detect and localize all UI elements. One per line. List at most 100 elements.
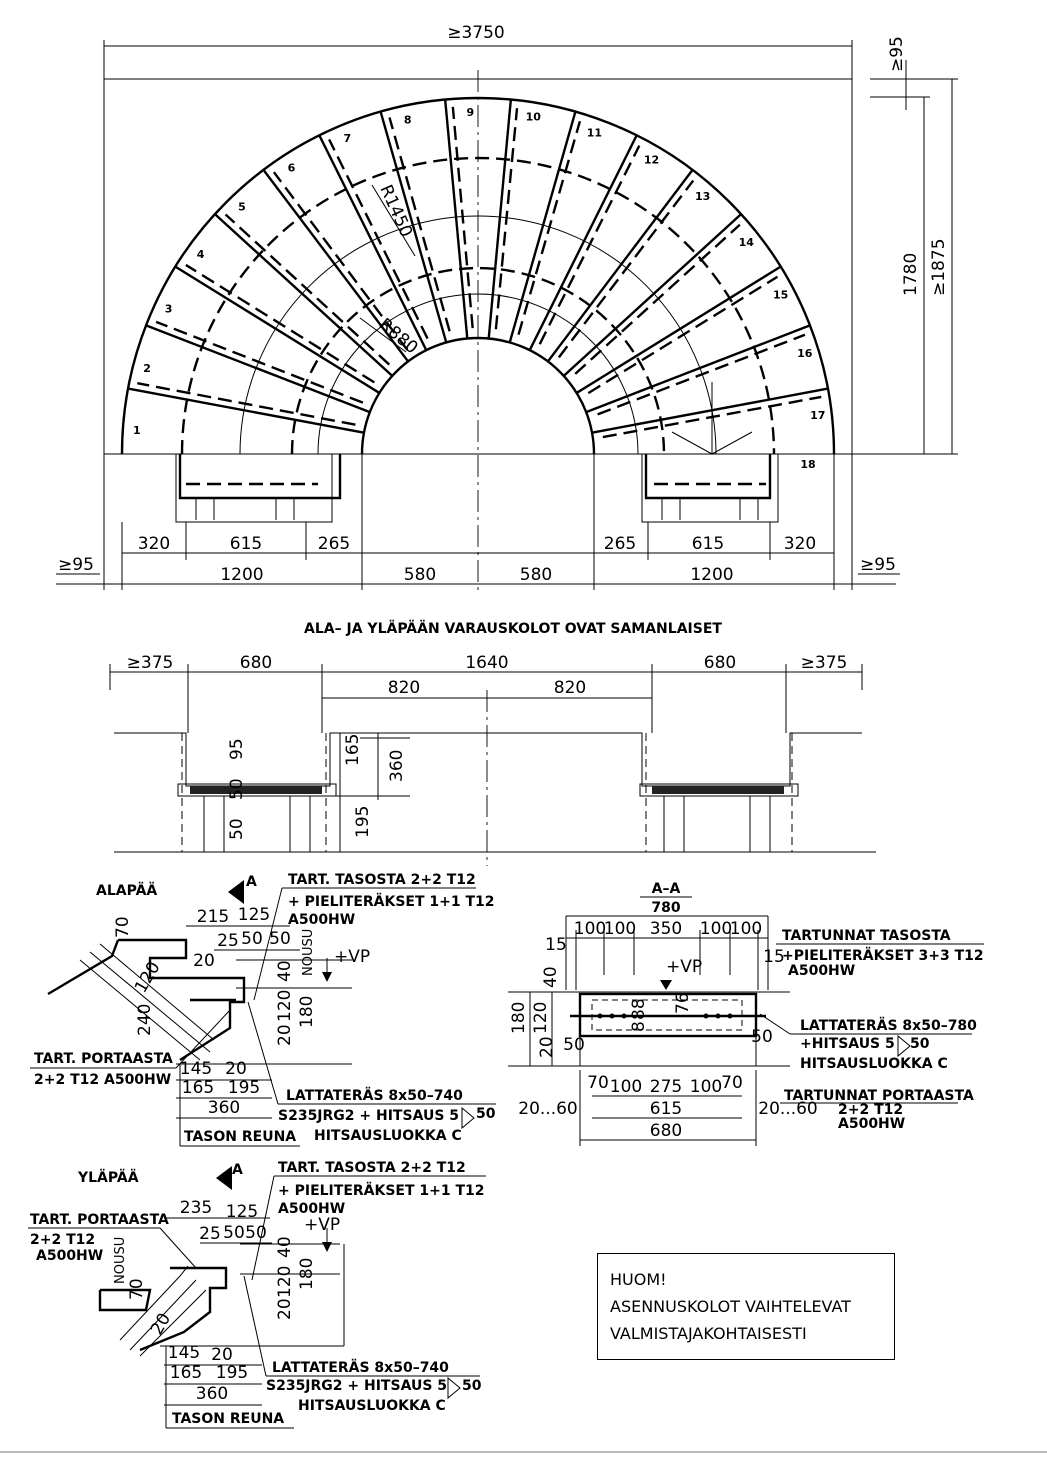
svg-text:50: 50	[227, 818, 247, 840]
svg-text:15: 15	[545, 935, 567, 955]
svg-text:70: 70	[721, 1073, 743, 1093]
svg-text:+HITSAUS 5: +HITSAUS 5	[800, 1036, 895, 1052]
svg-text:≥375: ≥375	[127, 653, 174, 673]
svg-text:40: 40	[275, 960, 295, 982]
svg-text:40: 40	[541, 966, 561, 988]
radius-inner-label: R880	[375, 315, 422, 359]
step-number: 6	[288, 161, 296, 174]
radius-inner-leader	[359, 317, 407, 353]
step-dashed-line	[597, 333, 806, 416]
svg-text:680: 680	[650, 1121, 682, 1141]
step-line	[214, 213, 394, 377]
svg-text:240: 240	[135, 1004, 155, 1036]
svg-text:TARTUNNAT TASOSTA: TARTUNNAT TASOSTA	[782, 928, 951, 944]
dim-height-inner: 1780	[901, 253, 921, 296]
svg-text:TART. PORTAASTA: TART. PORTAASTA	[30, 1212, 169, 1228]
svg-text:NOUSU: NOUSU	[113, 1237, 128, 1284]
dashed-arc-outer	[180, 156, 776, 455]
step-number: 5	[238, 200, 246, 213]
step-line	[443, 99, 469, 339]
svg-text:S235JRG2 + HITSAUS 5: S235JRG2 + HITSAUS 5	[266, 1378, 447, 1394]
svg-text:+VP: +VP	[334, 947, 370, 967]
svg-text:360: 360	[196, 1384, 228, 1404]
svg-text:125: 125	[238, 905, 270, 925]
svg-text:20: 20	[275, 1298, 295, 1320]
step-line	[591, 387, 829, 434]
svg-text:145: 145	[180, 1059, 212, 1079]
step-dashed-line	[574, 223, 741, 375]
svg-text:165: 165	[170, 1363, 202, 1383]
ylapaa-detail: YLÄPÄÄ A TART. TASOSTA 2+2 T12 + PIELITE…	[28, 1160, 486, 1429]
dim-top-margin: ≥95	[887, 36, 907, 72]
svg-text:+VP: +VP	[304, 1215, 340, 1235]
note-box: HUOM! ASENNUSKOLOT VAIHTELEVAT VALMISTAJ…	[597, 1253, 895, 1360]
section-aa: A–A 780 15 100 100 350 100 100 15 +VP TA…	[508, 881, 984, 1146]
svg-text:HITSAUSLUOKKA C: HITSAUSLUOKKA C	[314, 1128, 462, 1144]
right-recess	[641, 453, 779, 523]
svg-text:A: A	[246, 874, 257, 890]
svg-text:120: 120	[275, 990, 295, 1022]
svg-text:100: 100	[690, 1077, 722, 1097]
svg-text:20: 20	[147, 1310, 175, 1339]
svg-text:780: 780	[651, 900, 680, 916]
svg-text:40: 40	[275, 1236, 295, 1258]
svg-text:TART. TASOSTA 2+2 T12: TART. TASOSTA 2+2 T12	[278, 1160, 466, 1176]
step-number: 16	[797, 347, 813, 360]
step-lines	[127, 99, 829, 439]
svg-text:215: 215	[197, 907, 229, 927]
note-line1: ASENNUSKOLOT VAIHTELEVAT	[610, 1297, 851, 1316]
note-line2: VALMISTAJAKOHTAISESTI	[610, 1324, 807, 1343]
svg-text:A–A: A–A	[652, 881, 681, 897]
step-dashed-line	[155, 320, 364, 404]
step-dashed-line	[517, 120, 582, 336]
svg-text:145: 145	[168, 1343, 200, 1363]
svg-text:165: 165	[182, 1078, 214, 1098]
svg-text:A500HW: A500HW	[788, 963, 855, 979]
svg-text:+PIELITERÄKSET 3+3 T12: +PIELITERÄKSET 3+3 T12	[782, 947, 984, 964]
svg-text:195: 195	[228, 1078, 260, 1098]
dim-overall-width: ≥3750	[447, 23, 505, 43]
step-line	[174, 265, 381, 394]
svg-text:1640: 1640	[465, 653, 508, 673]
svg-text:50: 50	[227, 778, 247, 800]
thin-arc-2	[317, 293, 639, 455]
svg-text:70: 70	[587, 1073, 609, 1093]
step-line	[145, 324, 371, 414]
svg-text:20...60: 20...60	[758, 1099, 817, 1119]
step-dashed-line	[224, 213, 391, 366]
step-dashed-line	[388, 117, 451, 332]
svg-text:820: 820	[388, 678, 420, 698]
svg-text:15: 15	[763, 947, 785, 967]
svg-text:2+2 T12: 2+2 T12	[30, 1232, 95, 1248]
svg-text:≥95: ≥95	[860, 555, 896, 575]
svg-text:1200: 1200	[220, 565, 263, 585]
step-number: 3	[165, 302, 173, 315]
dashed-arc-inner	[290, 266, 666, 455]
step-dashed-line	[494, 108, 519, 330]
step-line	[585, 324, 811, 414]
step-line	[487, 99, 513, 339]
step-line	[508, 111, 577, 343]
svg-text:615: 615	[650, 1099, 682, 1119]
svg-text:S235JRG2 + HITSAUS 5: S235JRG2 + HITSAUS 5	[278, 1108, 459, 1124]
svg-text:TART. PORTAASTA: TART. PORTAASTA	[34, 1051, 173, 1067]
svg-text:20...60: 20...60	[518, 1099, 577, 1119]
step-number: 9	[467, 106, 475, 119]
svg-text:2+2 T12 A500HW: 2+2 T12 A500HW	[34, 1072, 171, 1088]
svg-text:100: 100	[604, 919, 636, 939]
step-line	[379, 111, 448, 343]
svg-text:350: 350	[650, 919, 682, 939]
svg-text:+VP: +VP	[666, 957, 702, 977]
svg-text:20: 20	[275, 1024, 295, 1046]
svg-text:180: 180	[297, 996, 317, 1028]
svg-text:50: 50	[563, 1035, 585, 1055]
step-number: 2	[143, 362, 151, 375]
step-dashed-line	[451, 106, 474, 329]
step-dashed-line	[328, 138, 429, 340]
svg-text:TART. TASOSTA 2+2 T12: TART. TASOSTA 2+2 T12	[288, 872, 476, 888]
dims-row2: 1200 580 580 1200 ≥95 ≥95	[56, 454, 900, 590]
step-dashed-line	[557, 179, 695, 359]
svg-text:50: 50	[223, 1223, 245, 1243]
step-number: 7	[344, 132, 352, 145]
